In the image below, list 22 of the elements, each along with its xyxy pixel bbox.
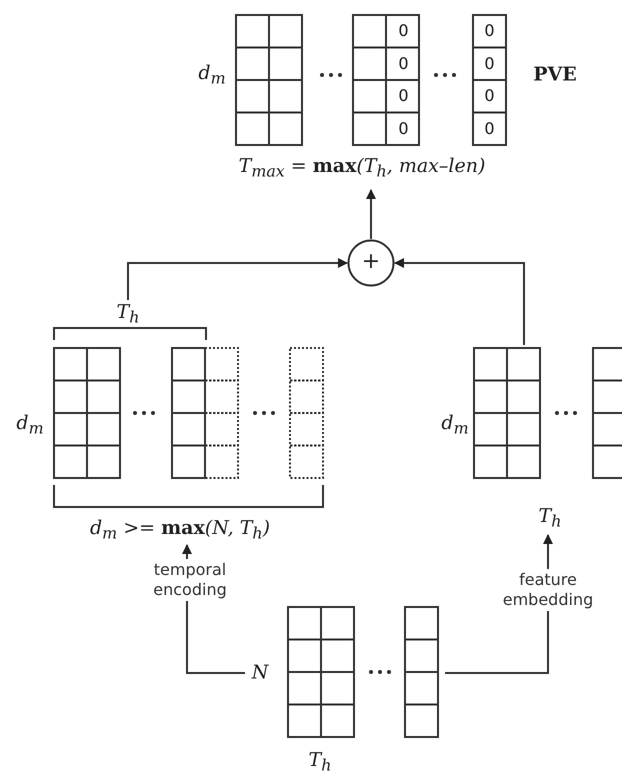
math-label: T$_{max}$ = max(T$_{h}$, max–len): [238, 156, 486, 180]
cell-value: 0: [398, 120, 409, 138]
math-label: PVE: [533, 64, 577, 86]
arrow: [394, 258, 525, 345]
plus-sign: +: [362, 250, 380, 274]
math-label: T$_{h}$: [308, 750, 332, 774]
cell-value: 0: [484, 54, 495, 72]
math-label: d$_{m}$: [16, 412, 44, 438]
arrow: [127, 258, 348, 300]
cell-value: 0: [398, 87, 409, 105]
math-label: d$_{m}$: [441, 412, 469, 438]
cell-value: 0: [398, 54, 409, 72]
math-label: T$_{h}$: [116, 302, 140, 326]
arrow: [366, 189, 376, 239]
cell-value: 0: [398, 22, 409, 40]
cell-value: 0: [484, 87, 495, 105]
cell-value: 0: [484, 120, 495, 138]
math-label: T$_{h}$: [538, 506, 562, 530]
math-label: N: [252, 662, 268, 684]
cell-value: 0: [484, 22, 495, 40]
math-label: d$_{m}$ >= max(N, T$_{h}$): [90, 518, 270, 542]
math-label: d$_{m}$: [198, 62, 226, 88]
